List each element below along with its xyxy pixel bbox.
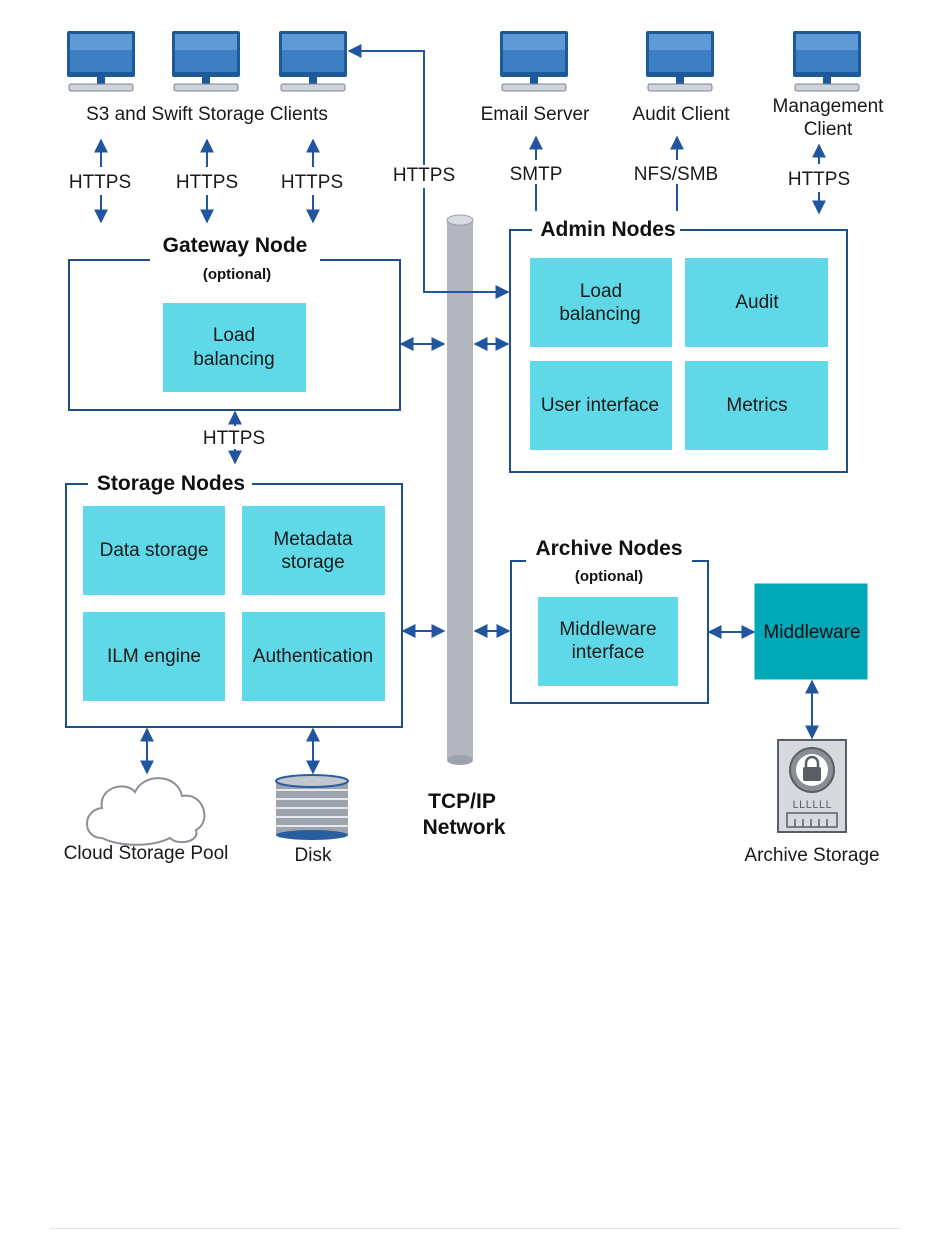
- authentication-service: [242, 612, 385, 701]
- https-label-management: HTTPS: [788, 169, 850, 190]
- network-label-line1: TCP/IP: [428, 790, 496, 813]
- admin-load-balancing-service: [530, 258, 672, 347]
- disk-icon: [275, 774, 349, 840]
- archive-nodes-subtitle: (optional): [575, 568, 643, 585]
- cloud-storage-pool-label: Cloud Storage Pool: [64, 843, 229, 864]
- admin-service-2-label: Audit: [735, 292, 779, 313]
- gateway-service-line1: Load: [213, 325, 255, 346]
- storage-client-3-monitor-icon: [278, 30, 348, 92]
- metadata-storage-service: [242, 506, 385, 595]
- admin-nodes: [509, 216, 848, 473]
- audit-client-label: Audit Client: [632, 104, 730, 125]
- storage-service-2-line2: storage: [281, 552, 344, 573]
- https-label-gateway-storage: HTTPS: [203, 428, 265, 449]
- management-client-label-line1: Management: [773, 96, 885, 117]
- page-divider: [50, 1228, 900, 1229]
- admin-nodes-title: Admin Nodes: [540, 218, 675, 241]
- storage-service-1-label: Data storage: [100, 540, 209, 561]
- archive-storage-icon: LLLLLL: [777, 739, 847, 833]
- https-label-client-3: HTTPS: [281, 172, 343, 193]
- middleware-label: Middleware: [763, 622, 860, 643]
- storage-nodes: [65, 470, 403, 728]
- admin-audit-service: [685, 258, 828, 347]
- middleware-interface-service: [538, 597, 678, 686]
- network-label-line2: Network: [423, 816, 506, 839]
- email-server-label: Email Server: [481, 104, 590, 125]
- storage-clients-label: S3 and Swift Storage Clients: [86, 104, 328, 125]
- gateway-load-balancing-service: [163, 303, 306, 392]
- svg-text:LLLLLL: LLLLLL: [792, 800, 832, 812]
- storage-nodes-title: Storage Nodes: [97, 472, 245, 495]
- nfs-smb-label: NFS/SMB: [634, 164, 718, 185]
- gateway-node-title: Gateway Node: [163, 234, 308, 257]
- storage-service-2-line1: Metadata: [273, 529, 353, 550]
- https-label-client-2: HTTPS: [176, 172, 238, 193]
- admin-outbound-connectors: [529, 135, 826, 215]
- disk-label: Disk: [295, 845, 332, 866]
- gateway-node-subtitle: (optional): [203, 266, 271, 283]
- admin-metrics-service: [685, 361, 828, 450]
- admin-user-interface-service: [530, 361, 672, 450]
- admin-service-3-label: User interface: [541, 395, 659, 416]
- archive-service-line1: Middleware: [559, 619, 656, 640]
- gateway-service-line2: balancing: [193, 349, 274, 370]
- network-connectors: [399, 337, 756, 639]
- archive-service-line2: interface: [572, 642, 645, 663]
- admin-service-1-line2: balancing: [559, 304, 640, 325]
- tcp-ip-network-pipe: [446, 214, 474, 765]
- storage-client-2-monitor-icon: [171, 30, 241, 92]
- email-server-monitor-icon: [499, 30, 569, 92]
- admin-service-4-label: Metrics: [726, 395, 787, 416]
- data-storage-service: [83, 506, 225, 595]
- https-label-client-1: HTTPS: [69, 172, 131, 193]
- management-client-label-line2: Client: [804, 119, 853, 140]
- storage-client-connectors: [94, 138, 320, 224]
- archive-nodes: [510, 535, 709, 704]
- middleware-box: [754, 583, 868, 680]
- storage-service-3-label: ILM engine: [107, 646, 201, 667]
- archive-storage-label: Archive Storage: [744, 845, 879, 866]
- storage-target-connectors: [140, 679, 819, 775]
- audit-client-monitor-icon: [645, 30, 715, 92]
- storage-service-4-label: Authentication: [253, 646, 373, 667]
- storage-client-1-monitor-icon: [66, 30, 136, 92]
- cloud-icon: [86, 777, 206, 846]
- ilm-engine-service: [83, 612, 225, 701]
- https-label-admin-lb: HTTPS: [393, 165, 455, 186]
- client-to-admin-connector: [347, 44, 510, 299]
- archive-nodes-title: Archive Nodes: [535, 537, 682, 560]
- smtp-label: SMTP: [510, 164, 563, 185]
- management-client-monitor-icon: [792, 30, 862, 92]
- admin-service-1-line1: Load: [580, 281, 622, 302]
- gateway-node: [68, 232, 401, 411]
